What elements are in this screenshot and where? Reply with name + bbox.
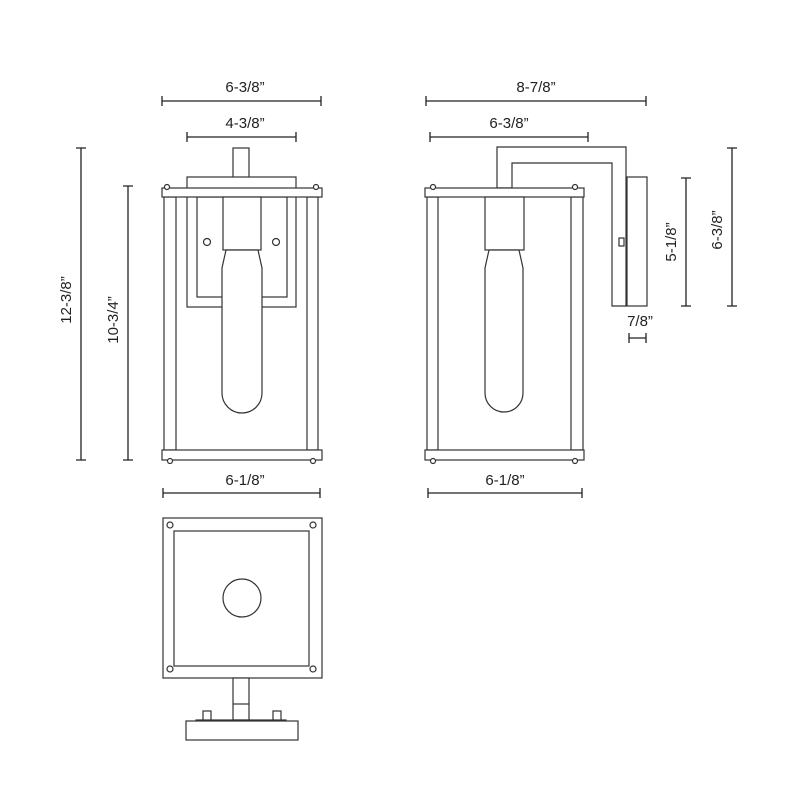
screw-icon	[571, 457, 579, 465]
front-right-post	[306, 196, 319, 451]
label-front-body-height: 10-3/4”	[105, 296, 122, 344]
screw-icon	[309, 457, 317, 465]
label-side-backplate-height: 6-3/8”	[709, 210, 726, 249]
side-bulb	[484, 249, 524, 413]
side-arm	[496, 146, 627, 307]
label-side-arm-extension: 6-3/8”	[489, 115, 528, 132]
front-bottom-rail	[161, 449, 323, 461]
label-side-base-width: 6-1/8”	[485, 472, 524, 489]
dim-front-overall-height	[76, 147, 86, 461]
screw-icon	[571, 183, 579, 191]
front-view	[161, 147, 323, 465]
dim-side-backplate-height	[727, 147, 737, 307]
bottom-view	[162, 517, 323, 741]
screw-icon	[166, 521, 174, 529]
front-stem	[232, 147, 250, 181]
screw-icon	[309, 521, 317, 529]
side-left-post	[426, 196, 439, 451]
bottom-opening	[222, 578, 262, 618]
side-bottom-rail	[424, 449, 585, 461]
dim-side-backplate-depth	[628, 333, 647, 343]
dim-side-arm-height	[681, 177, 691, 307]
screw-icon	[429, 457, 437, 465]
side-right-post	[570, 196, 584, 451]
label-front-backplate-width: 4-3/8”	[225, 115, 264, 132]
dim-front-backplate-width	[186, 132, 297, 142]
side-top-rail	[424, 187, 585, 198]
dim-front-overall-width	[161, 96, 322, 106]
dim-side-overall-extension	[425, 96, 647, 106]
screw-icon	[312, 183, 320, 191]
front-top-rail	[161, 187, 323, 198]
dim-side-arm-extension	[429, 132, 589, 142]
dimension-labels: 6-3/8” 4-3/8” 6-1/8” 8-7/8” 6-3/8” 6-1/8…	[58, 79, 726, 489]
bottom-wall-plate	[185, 720, 299, 741]
front-socket	[222, 196, 262, 251]
screw-icon	[163, 183, 171, 191]
front-bulb	[221, 249, 263, 414]
screw-icon	[166, 457, 174, 465]
dim-front-base-width	[162, 488, 321, 498]
screw-icon	[309, 665, 317, 673]
side-wall-plate	[626, 176, 648, 307]
label-front-overall-width: 6-3/8”	[225, 79, 264, 96]
dim-front-body-height	[123, 185, 133, 461]
screw-icon	[429, 183, 437, 191]
bottom-arm	[232, 677, 250, 721]
label-side-arm-height: 5-1/8”	[663, 222, 680, 261]
mount-hole-icon	[271, 237, 281, 247]
label-side-overall-extension: 8-7/8”	[516, 79, 555, 96]
dim-side-base-width	[427, 488, 583, 498]
screw-icon	[166, 665, 174, 673]
mount-hole-icon	[202, 237, 212, 247]
front-left-post	[163, 196, 177, 451]
label-side-backplate-depth: 7/8”	[627, 313, 653, 330]
label-front-overall-height: 12-3/8”	[58, 276, 75, 324]
side-socket	[484, 196, 525, 251]
label-front-base-width: 6-1/8”	[225, 472, 264, 489]
side-set-screw	[618, 237, 625, 247]
side-view	[424, 146, 648, 465]
dimension-lines	[76, 96, 737, 498]
